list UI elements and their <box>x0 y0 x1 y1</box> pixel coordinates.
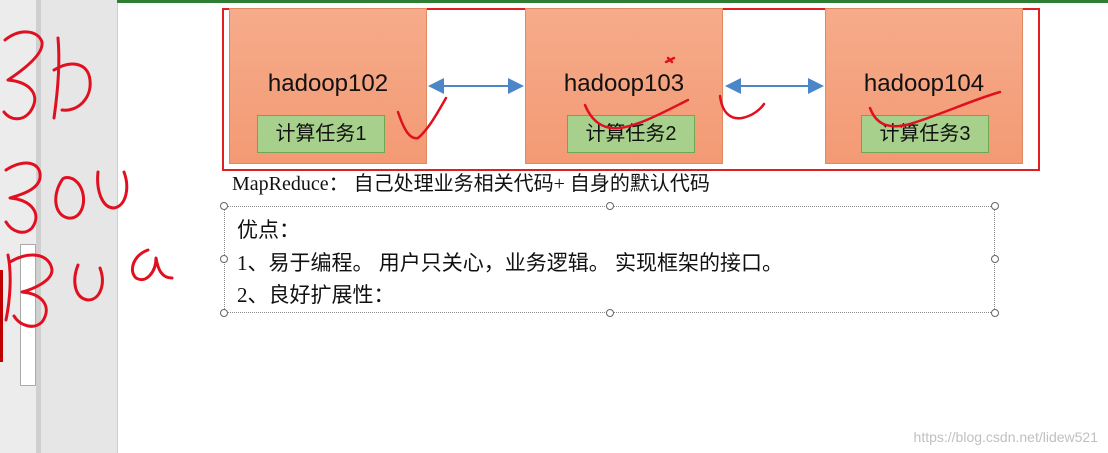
resize-handle-br[interactable] <box>991 309 999 317</box>
node-name: hadoop103 <box>563 70 685 97</box>
panel-divider <box>36 0 41 453</box>
node-hadoop104[interactable]: hadoop104 计算任务3 <box>825 8 1023 164</box>
top-accent-line <box>117 0 1108 3</box>
node-name: hadoop102 <box>267 70 389 97</box>
watermark: https://blog.csdn.net/lidew521 <box>913 429 1098 445</box>
resize-handle-tl[interactable] <box>220 202 228 210</box>
task-box: 计算任务2 <box>567 115 695 153</box>
resize-handle-tm[interactable] <box>606 202 614 210</box>
mapreduce-caption: MapReduce： 自己处理业务相关代码+ 自身的默认代码 <box>232 173 710 195</box>
resize-handle-ml[interactable] <box>220 255 228 263</box>
task-box: 计算任务3 <box>861 115 989 153</box>
node-name: hadoop104 <box>863 70 985 97</box>
textbox-line: 2、良好扩展性： <box>237 283 395 307</box>
resize-handle-tr[interactable] <box>991 202 999 210</box>
textbox-line: 1、易于编程。 用户只关心，业务逻辑。 实现框架的接口。 <box>237 251 783 275</box>
resize-handle-bl[interactable] <box>220 309 228 317</box>
advantages-textbox[interactable]: 优点： 1、易于编程。 用户只关心，业务逻辑。 实现框架的接口。 2、良好扩展性… <box>224 206 995 313</box>
annotation-mark <box>0 270 3 362</box>
node-hadoop102[interactable]: hadoop102 计算任务1 <box>229 8 427 164</box>
resize-handle-bm[interactable] <box>606 309 614 317</box>
node-hadoop103[interactable]: hadoop103 计算任务2 <box>525 8 723 164</box>
slide-thumbnail[interactable] <box>20 244 36 386</box>
task-box: 计算任务1 <box>257 115 385 153</box>
textbox-line: 优点： <box>237 218 300 242</box>
handwritten-ink-left <box>2 30 174 328</box>
resize-handle-mr[interactable] <box>991 255 999 263</box>
